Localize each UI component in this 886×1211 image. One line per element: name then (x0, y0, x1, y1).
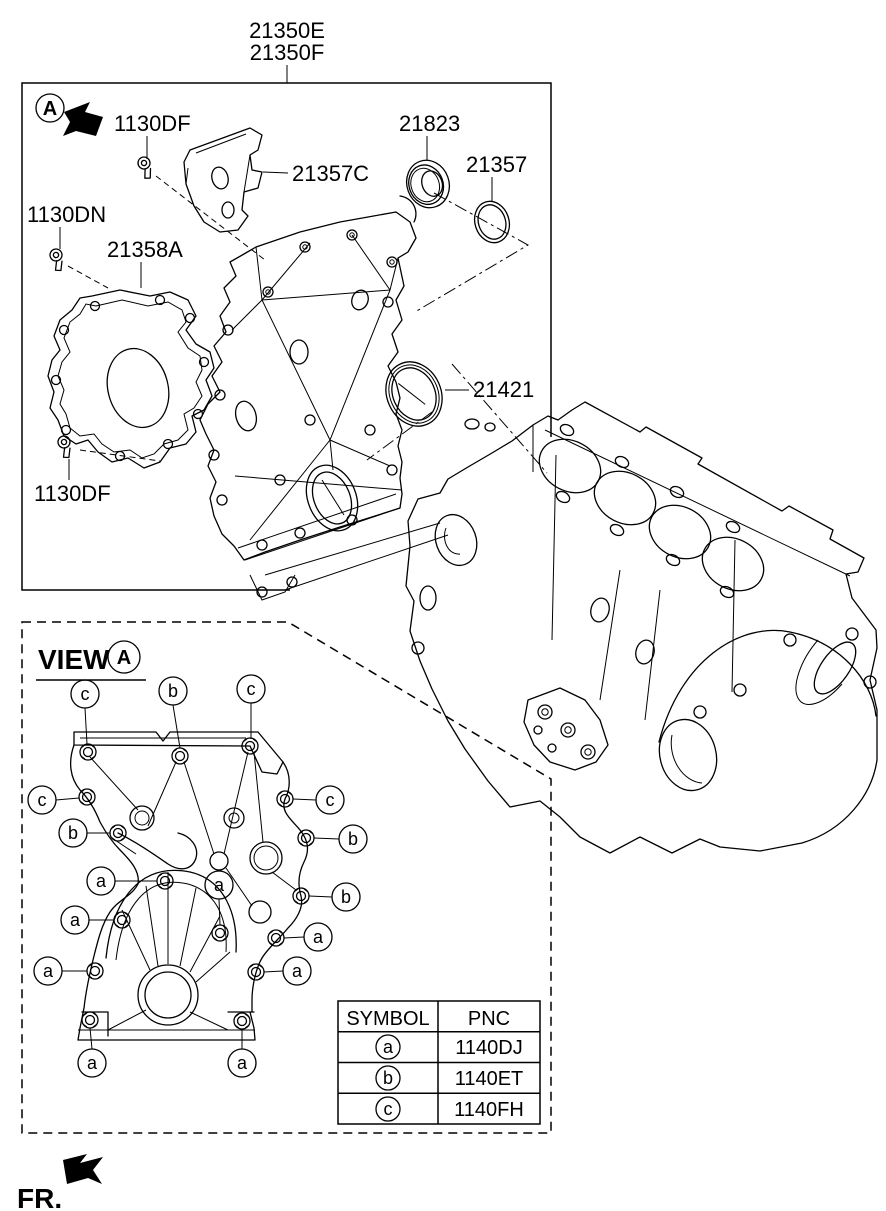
view-section-title: VIEW A (36, 640, 146, 681)
callout-letter: a (313, 927, 324, 947)
view-marker-letter: A (117, 647, 131, 669)
callout-letter: b (348, 829, 358, 849)
front-label: FR. (17, 1183, 62, 1211)
row-pnc: 1140FH (454, 1099, 524, 1121)
callout: b (158, 676, 188, 706)
table-header-pnc: PNC (468, 1008, 510, 1030)
assembly-code-1: 21350E (249, 18, 325, 43)
callout-letter: c (81, 684, 90, 704)
view-cover-drawing (69, 731, 315, 1041)
callout: a (282, 956, 312, 986)
row-symbol: b (383, 1068, 393, 1088)
callout-letter: c (38, 790, 47, 810)
row-symbol: a (383, 1037, 394, 1057)
assembly-code-2: 21350F (250, 40, 325, 65)
callout: b (338, 824, 368, 854)
callout: c (315, 785, 345, 815)
callout-letter: a (43, 961, 54, 981)
callout-letter: c (326, 790, 335, 810)
main-diagram-box (21, 82, 552, 591)
callout: a (60, 905, 90, 935)
callout: c (70, 679, 100, 709)
part-labels: 1130DF 21357C 21823 21357 1130DN 21358A … (27, 111, 534, 506)
callout: b (331, 882, 361, 912)
view-marker-circle (107, 640, 141, 674)
table-row: a 1140DJ (375, 1034, 523, 1060)
callout-letter: a (96, 871, 107, 891)
callout: a (303, 922, 333, 952)
callout: b (58, 818, 88, 848)
callout-letter: a (87, 1053, 98, 1073)
label-plug-cap: 21823 (399, 111, 460, 136)
view-direction-arrow-icon (63, 102, 103, 136)
engine-block-drawing (264, 401, 878, 854)
callout: a (33, 956, 63, 986)
callout-letter: a (237, 1053, 248, 1073)
view-direction-marker: A (35, 93, 103, 136)
callout: a (227, 1048, 257, 1078)
timing-cover-drawing (199, 195, 417, 601)
callout-letter: b (168, 681, 178, 701)
detail-marker-letter: A (43, 98, 57, 120)
callout-letter: b (68, 823, 78, 843)
table-row: c 1140FH (375, 1096, 524, 1122)
callout: a (86, 866, 116, 896)
label-bracket: 21357C (292, 161, 369, 186)
callout-leader-lines (55, 703, 340, 1050)
callout-letter: b (341, 887, 351, 907)
table-header-symbol: SYMBOL (346, 1008, 429, 1030)
oil-seal-drawing (385, 361, 443, 427)
row-symbol: c (384, 1099, 393, 1119)
callout: c (236, 674, 266, 704)
plug-cap-drawing (405, 159, 451, 209)
front-arrow-icon (63, 1154, 103, 1184)
bolt-upper-icon (132, 154, 158, 181)
bracket-drawing (183, 127, 263, 233)
callout-letter: a (292, 961, 303, 981)
detail-marker-circle (35, 93, 65, 123)
label-bolt-lower: 1130DF (34, 481, 111, 506)
callout: a (77, 1048, 107, 1078)
symbol-pnc-table: SYMBOL PNC a 1140DJ b 1140ET c 1140FH (337, 1000, 541, 1125)
label-gasket: 21358A (107, 237, 183, 262)
label-oil-seal: 21421 (473, 377, 534, 402)
table-row: b 1140ET (375, 1065, 524, 1091)
assembly-labels: 21350E 21350F (249, 18, 325, 83)
row-pnc: 1140ET (455, 1068, 524, 1090)
callout-letter: c (247, 679, 256, 699)
row-pnc: 1140DJ (455, 1037, 522, 1059)
label-oring: 21357 (466, 152, 527, 177)
callout-letter: a (70, 910, 81, 930)
label-bolt-upper: 1130DF (114, 111, 191, 136)
gasket-drawing (47, 289, 215, 469)
callout-letter: a (214, 875, 225, 895)
assembly-dash-lines (67, 175, 548, 474)
front-direction-marker: FR. (17, 1154, 103, 1211)
callout: a (204, 870, 234, 900)
bolt-lower-icon (51, 433, 78, 460)
callout: c (27, 785, 57, 815)
label-bolt-left: 1130DN (27, 202, 106, 227)
bolt-left-icon (43, 246, 70, 273)
oring-drawing (473, 200, 511, 244)
view-title-text: VIEW (38, 644, 110, 675)
view-callouts: c b c c b a a a a c b b a a a a (27, 674, 368, 1078)
